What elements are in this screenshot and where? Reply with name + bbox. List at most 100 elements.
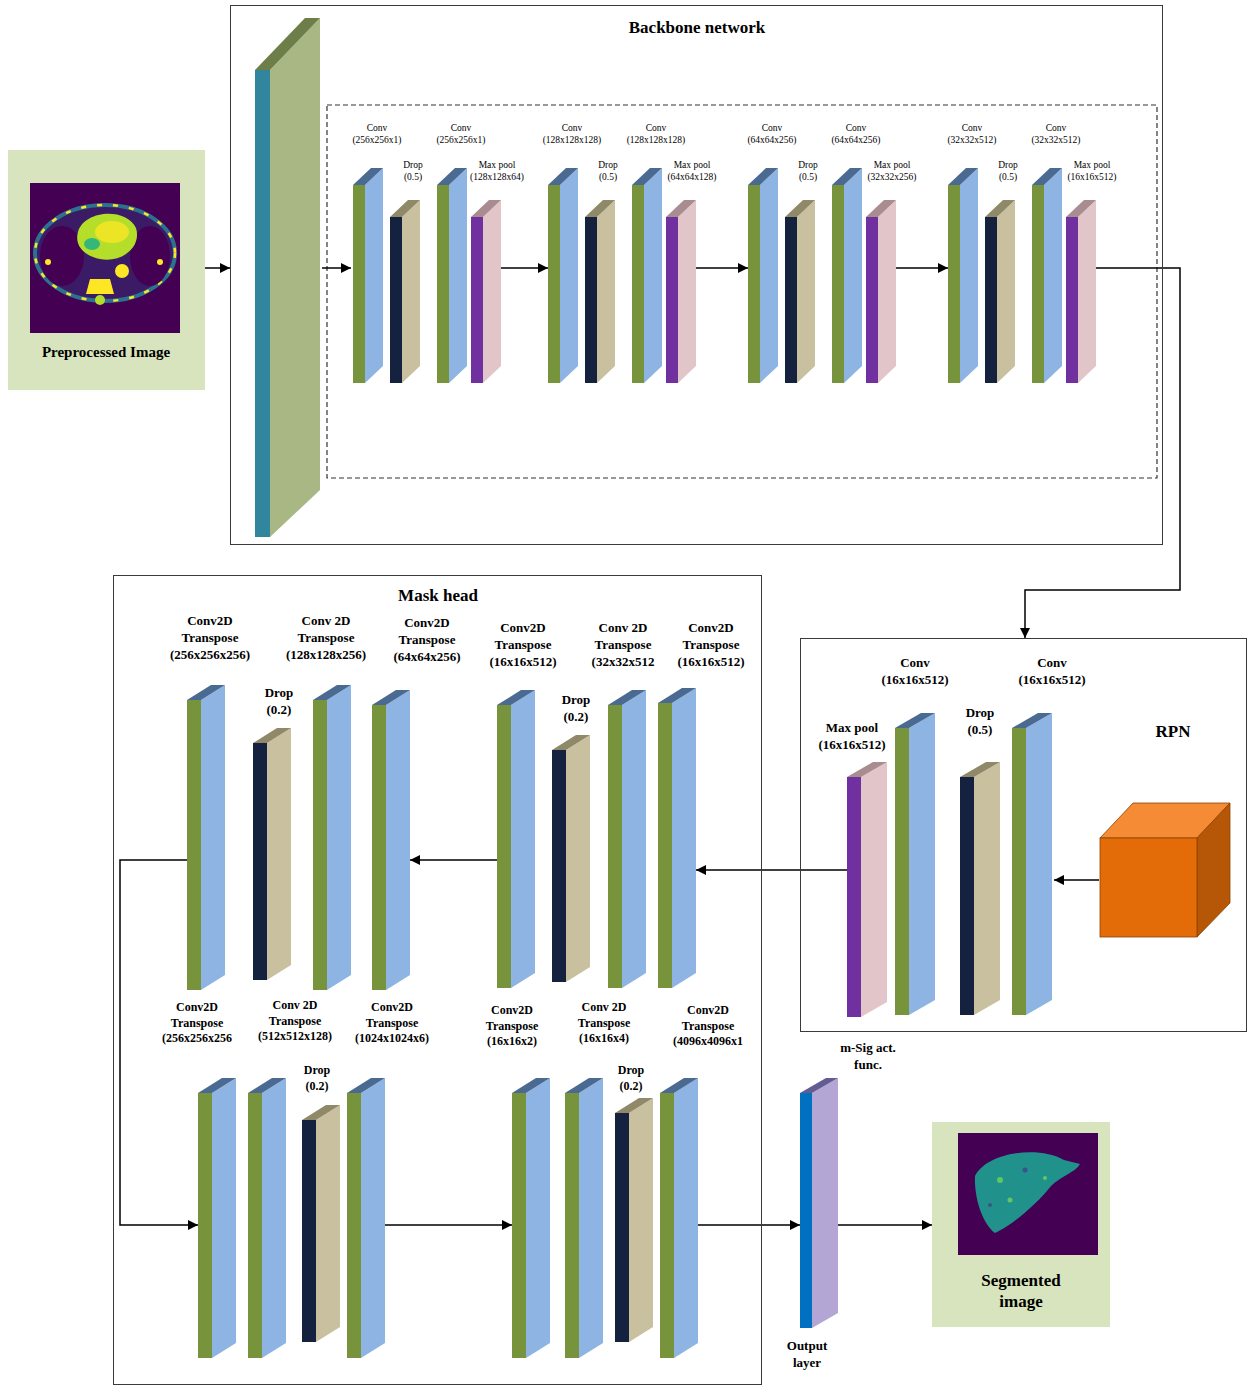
layer-label: Conv2D Transpose (4096x4096x1 — [666, 1003, 750, 1050]
ct-detail — [157, 259, 163, 265]
dropout-layer: Drop (0.5) — [985, 200, 1015, 383]
slab-side — [974, 762, 1000, 1015]
slab-front — [372, 705, 386, 990]
slab-side — [861, 762, 887, 1017]
conv-layer: Conv2D Transpose (4096x4096x1 — [660, 1078, 698, 1358]
dropout-layer: Drop (0.5) — [960, 762, 1000, 1015]
slab-side — [597, 200, 615, 383]
layer-label: Max pool (16x16x512) — [807, 720, 897, 754]
dropout-layer: Drop (0.5) — [585, 200, 615, 383]
layer-label: Conv2D Transpose (256x256x256 — [155, 1000, 239, 1047]
conv-layer: Conv 2D Transpose (32x32x512 — [608, 690, 646, 988]
layer-slab — [632, 168, 662, 383]
layer-slab — [187, 685, 225, 990]
layer-slab — [948, 168, 978, 383]
slab-front — [187, 700, 201, 990]
layer-label: Max pool (128x128x64) — [466, 159, 528, 184]
conv-layer: Conv (64x64x256) — [748, 168, 778, 383]
layer-slab — [847, 762, 887, 1017]
slab-front — [632, 185, 644, 383]
conv-layer: Conv2D Transpose (256x256x256) — [187, 685, 225, 990]
panel-title: Preprocessed Image — [42, 343, 170, 362]
conv-layer: Conv (16x16x512) — [895, 713, 935, 1015]
layer-slab — [353, 168, 383, 383]
slab-front — [548, 185, 560, 383]
slab-top — [512, 1078, 550, 1093]
ct-rib-dots — [35, 205, 175, 301]
slab-top — [1066, 200, 1096, 217]
slab-side — [997, 200, 1015, 383]
slab-side — [449, 168, 467, 383]
slab-side — [644, 168, 662, 383]
layer-slab — [248, 1078, 286, 1358]
ct-spine — [95, 295, 105, 305]
slab-top — [565, 1078, 603, 1093]
layer-label: Conv2D Transpose (16x16x512) — [478, 620, 568, 671]
slab-side — [560, 168, 578, 383]
layer-slab — [471, 200, 501, 383]
layer-slab — [615, 1098, 653, 1342]
slab-top — [353, 168, 383, 185]
layer-slab — [895, 713, 935, 1015]
input-slab-front — [255, 70, 270, 537]
connector-arrow — [896, 267, 948, 269]
layer-slab — [800, 1078, 838, 1328]
flow-arrow — [322, 267, 351, 269]
layer-slab — [390, 200, 420, 383]
slab-side — [1078, 200, 1096, 383]
liver-texture — [997, 1177, 1003, 1183]
slab-top — [253, 728, 291, 743]
network-panel: Mask headConv2D Transpose (256x256x256)D… — [113, 575, 762, 1385]
conv-layer: Conv2D Transpose (16x16x2) — [512, 1078, 550, 1358]
slab-front — [948, 185, 960, 383]
conv-layer: Conv2D Transpose (16x16x512) — [658, 688, 696, 988]
layer-slab — [832, 168, 862, 383]
slab-top — [347, 1078, 385, 1093]
slab-top — [985, 200, 1015, 217]
slab-front — [1066, 217, 1078, 383]
slab-front — [353, 185, 365, 383]
layer-slab — [658, 688, 696, 988]
flow-arrow — [1054, 879, 1099, 881]
ct-heart-dark — [84, 238, 100, 250]
slab-side — [267, 728, 291, 980]
conv-layer: Conv (256x256x1) — [353, 168, 383, 383]
slab-top — [585, 200, 615, 217]
slab-top — [832, 168, 862, 185]
conv-layer: Conv (16x16x512) — [1012, 713, 1052, 1015]
liver-mask — [975, 1152, 1080, 1233]
slab-top — [660, 1078, 698, 1093]
slab-front — [748, 185, 760, 383]
slab-top — [471, 200, 501, 217]
slab-front — [785, 217, 797, 383]
layer-slab — [198, 1078, 236, 1358]
slab-front — [198, 1093, 212, 1358]
layer-slab — [960, 762, 1000, 1015]
feature-cube-side — [1197, 803, 1230, 937]
image-panel-fill — [932, 1122, 1110, 1327]
layer-label: Drop (0.2) — [618, 1063, 644, 1094]
panel-title: Segmented image — [961, 1270, 1081, 1313]
layer-label: Conv2D Transpose (1024x1024x6) — [350, 1000, 434, 1047]
slab-front — [302, 1120, 316, 1342]
dropout-layer: Drop (0.2) — [253, 728, 291, 980]
conv-layer: Conv (32x32x512) — [1032, 168, 1062, 383]
slab-front — [471, 217, 483, 383]
slab-front — [832, 185, 844, 383]
conv-layer: Conv (128x128x128) — [632, 168, 662, 383]
slab-front — [347, 1093, 361, 1358]
slab-side — [579, 1078, 603, 1358]
layer-label: Drop (0.2) — [304, 1063, 330, 1094]
conv-layer: Conv2D Transpose (1024x1024x6) — [347, 1078, 385, 1358]
layer-slab — [1012, 713, 1052, 1015]
slab-side — [365, 168, 383, 383]
slab-top — [548, 168, 578, 185]
conv-layer: Conv2D Transpose (64x64x256) — [372, 690, 410, 990]
slab-top — [437, 168, 467, 185]
slab-side — [327, 685, 351, 990]
slab-top — [1012, 713, 1052, 728]
dashed-group-frame — [327, 105, 1157, 478]
slab-front — [585, 217, 597, 383]
connector-arrow — [205, 267, 230, 269]
network-panel: Backbone networkConv (256x256x1)Drop (0.… — [230, 5, 1163, 545]
